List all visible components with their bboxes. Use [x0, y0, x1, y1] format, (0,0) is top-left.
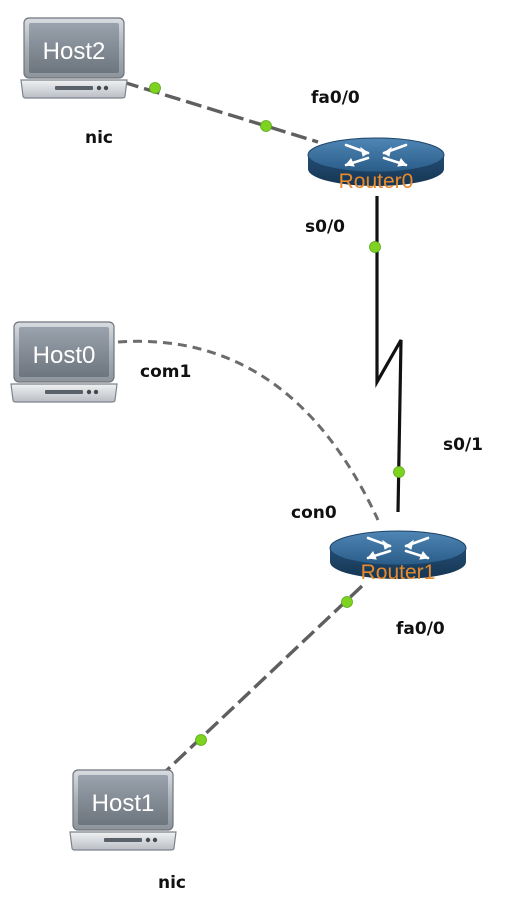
device-router1[interactable]: Router1	[328, 529, 468, 584]
serial-link-router0-router1[interactable]	[375, 196, 403, 513]
device-host2[interactable]: Host2	[20, 17, 128, 99]
link-endpoint-dot	[195, 734, 207, 746]
port-dots-layer	[149, 82, 405, 746]
device-label-host2: Host2	[43, 38, 106, 65]
port-label-host1-nic: nic	[158, 873, 186, 893]
port-label-router1-s0-1: s0/1	[443, 435, 483, 455]
ethernet-link-router1-host1[interactable]	[163, 584, 364, 774]
link-endpoint-dot	[260, 120, 272, 132]
port-label-router1-con0: con0	[291, 503, 337, 523]
device-host0[interactable]: Host0	[10, 321, 118, 403]
port-labels-layer: nic fa0/0 s0/0 s0/1 com1 con0 fa0/0 nic	[85, 88, 483, 893]
device-host1[interactable]: Host1	[69, 769, 177, 851]
device-label-router0: Router0	[339, 170, 414, 193]
device-label-host1: Host1	[92, 790, 155, 817]
console-link-host0-router1[interactable]	[117, 339, 380, 521]
port-label-router1-fa0-0: fa0/0	[396, 619, 445, 639]
port-label-host2-nic: nic	[85, 128, 113, 148]
link-endpoint-dot	[341, 596, 353, 608]
device-label-host0: Host0	[33, 342, 96, 369]
link-endpoint-dot	[369, 241, 381, 253]
port-label-router0-fa0-0: fa0/0	[311, 88, 360, 108]
port-label-router0-s0-0: s0/0	[305, 217, 345, 237]
link-endpoint-dot	[149, 82, 161, 94]
port-label-host0-com1: com1	[140, 362, 191, 382]
link-endpoint-dot	[393, 466, 405, 478]
device-label-router1: Router1	[361, 561, 436, 584]
device-router0[interactable]: Router0	[306, 136, 446, 193]
